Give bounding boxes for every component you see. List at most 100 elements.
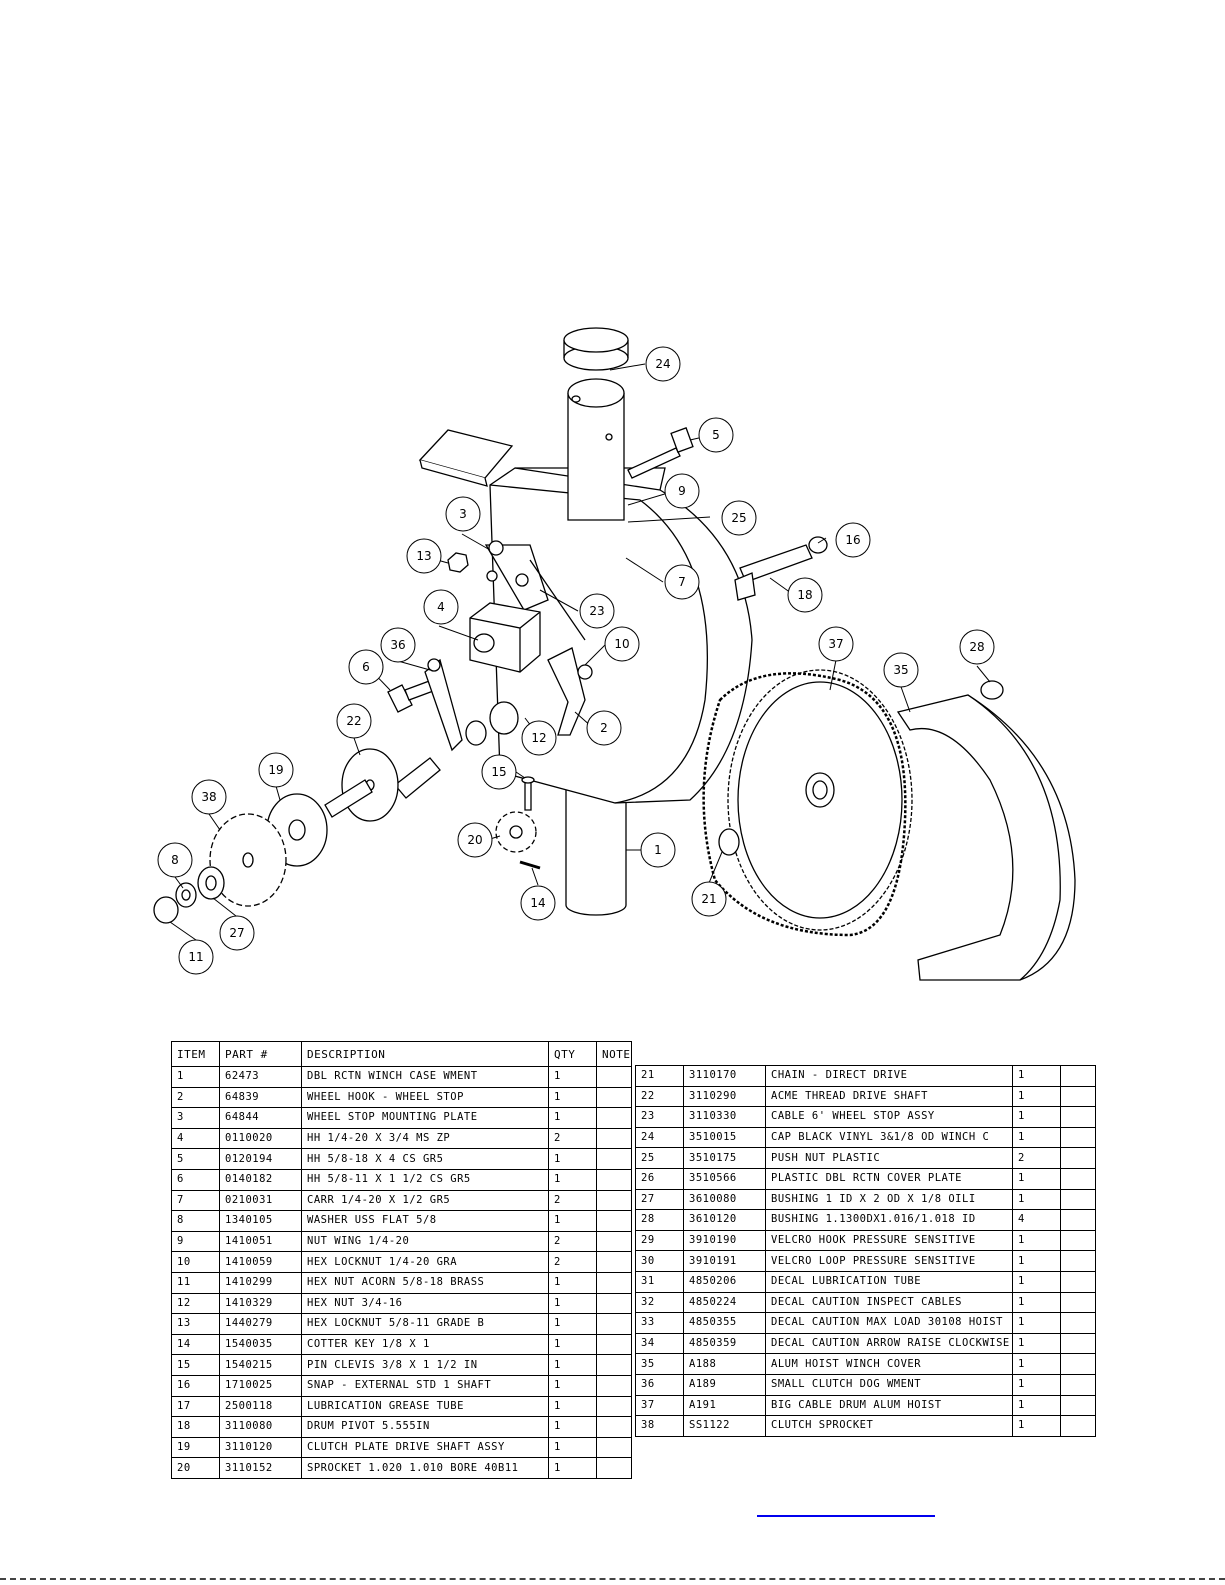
callout-balloon: 38 (191, 779, 227, 815)
description-cell: CABLE 6' WHEEL STOP ASSY (765, 1106, 1013, 1128)
part-number-cell: 1410329 (219, 1292, 302, 1315)
callout-balloon: 4 (423, 589, 459, 625)
callout-number: 9 (678, 484, 686, 498)
callout-balloon: 23 (579, 593, 615, 629)
qty-cell: 1 (548, 1086, 597, 1109)
callout-balloon: 15 (481, 754, 517, 790)
parts-list-header: ITEM PART # DESCRIPTION QTY NOTE (171, 1041, 632, 1067)
callout-number: 4 (437, 600, 445, 614)
note-cell (1060, 1332, 1096, 1355)
description-cell: DECAL CAUTION ARROW RAISE CLOCKWISE (765, 1332, 1013, 1355)
item-cell: 1 (171, 1066, 220, 1088)
description-cell: ACME THREAD DRIVE SHAFT (765, 1085, 1013, 1108)
note-cell (1060, 1106, 1096, 1128)
header-item: ITEM (171, 1041, 220, 1067)
note-cell (596, 1230, 632, 1253)
note-cell (596, 1395, 632, 1418)
callout-number: 19 (268, 763, 283, 777)
item-cell: 28 (635, 1209, 684, 1231)
callout-balloon: 16 (835, 522, 871, 558)
item-cell: 3 (171, 1107, 220, 1129)
qty-cell: 2 (548, 1251, 597, 1273)
header-note: NOTE (596, 1041, 632, 1067)
qty-cell: 1 (1012, 1312, 1061, 1334)
callout-number: 12 (531, 731, 546, 745)
description-cell: PUSH NUT PLASTIC (765, 1147, 1013, 1169)
part-number-cell: 3610080 (683, 1188, 766, 1211)
note-cell (596, 1148, 632, 1170)
part-number-cell: 3910191 (683, 1250, 766, 1272)
description-cell: COTTER KEY 1/8 X 1 (301, 1333, 549, 1356)
description-cell: VELCRO HOOK PRESSURE SENSITIVE (765, 1229, 1013, 1252)
note-cell (596, 1457, 632, 1479)
callout-number: 36 (390, 638, 405, 652)
item-cell: 36 (635, 1373, 684, 1396)
note-cell (1060, 1065, 1096, 1087)
winch-cover-part (896, 694, 1076, 981)
part-number-cell: 4850206 (683, 1270, 766, 1293)
part-number-cell: 62473 (219, 1066, 302, 1088)
callout-number: 10 (614, 637, 629, 651)
callout-number: 37 (828, 637, 843, 651)
item-cell: 25 (635, 1147, 684, 1169)
description-cell: BUSHING 1 ID X 2 OD X 1/8 OILI (765, 1188, 1013, 1211)
item-cell: 14 (171, 1333, 220, 1356)
item-cell: 31 (635, 1270, 684, 1293)
callout-balloon: 10 (604, 626, 640, 662)
item-cell: 2 (171, 1086, 220, 1109)
callout-balloon: 13 (406, 538, 442, 574)
note-cell (596, 1374, 632, 1397)
part-number-cell: 3910190 (683, 1229, 766, 1252)
part-number-cell: 3510566 (683, 1167, 766, 1190)
part-number-cell: 1540215 (219, 1354, 302, 1376)
qty-cell: 2 (548, 1127, 597, 1150)
item-cell: 11 (171, 1271, 220, 1294)
callout-balloon: 37 (818, 626, 854, 662)
item-cell: 6 (171, 1168, 220, 1191)
note-cell (596, 1127, 632, 1150)
callout-balloon: 9 (664, 473, 700, 509)
header-part: PART # (219, 1041, 302, 1067)
qty-cell: 1 (548, 1210, 597, 1232)
part-number-cell: 64839 (219, 1086, 302, 1109)
note-cell (1060, 1126, 1096, 1149)
callout-number: 27 (229, 926, 244, 940)
note-cell (1060, 1250, 1096, 1272)
description-cell: DBL RCTN WINCH CASE WMENT (301, 1066, 549, 1088)
item-cell: 33 (635, 1312, 684, 1334)
note-cell (596, 1168, 632, 1191)
description-cell: LUBRICATION GREASE TUBE (301, 1395, 549, 1418)
qty-cell: 1 (548, 1168, 597, 1191)
callout-balloon: 27 (219, 915, 255, 951)
hyperlink-underline[interactable] (757, 1515, 935, 1517)
description-cell: CHAIN - DIRECT DRIVE (765, 1065, 1013, 1087)
callout-number: 7 (678, 575, 686, 589)
callout-number: 38 (201, 790, 216, 804)
note-cell (1060, 1291, 1096, 1314)
description-cell: WHEEL STOP MOUNTING PLATE (301, 1107, 549, 1129)
description-cell: PIN CLEVIS 3/8 X 1 1/2 IN (301, 1354, 549, 1376)
item-cell: 13 (171, 1313, 220, 1335)
qty-cell: 1 (1012, 1229, 1061, 1252)
drive-shaft-part (394, 757, 441, 799)
callout-balloon: 18 (787, 577, 823, 613)
item-cell: 20 (171, 1457, 220, 1479)
cover-plate-part (418, 429, 514, 479)
note-cell (1060, 1394, 1096, 1417)
item-cell: 26 (635, 1167, 684, 1190)
callout-balloon: 1 (640, 832, 676, 868)
part-number-cell: 3110120 (219, 1436, 302, 1459)
